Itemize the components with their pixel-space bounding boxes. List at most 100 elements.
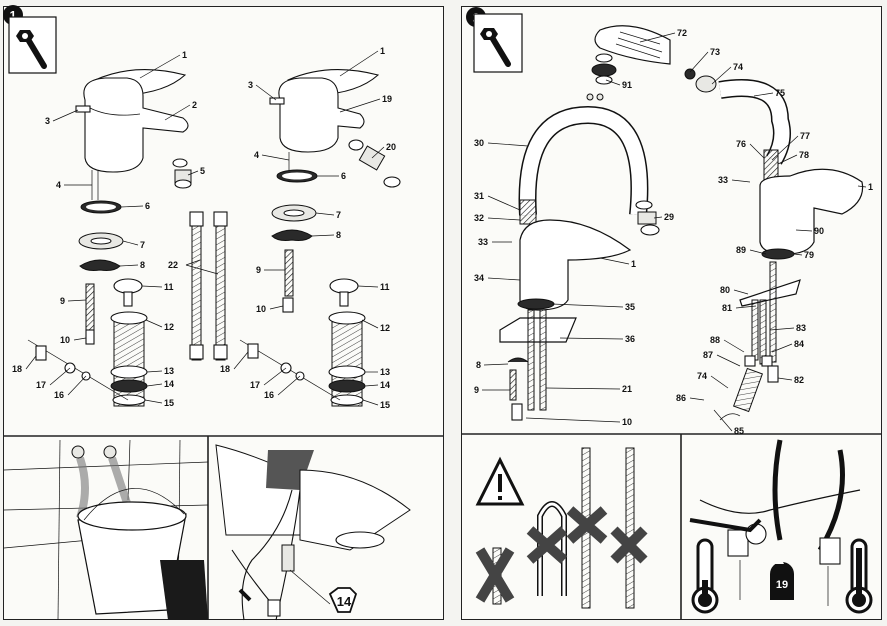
- part-label: 14: [380, 380, 390, 390]
- leader-line: [735, 305, 757, 309]
- leader-line: [357, 285, 379, 288]
- part-label: 88: [710, 335, 720, 345]
- part-label: 18: [220, 364, 230, 374]
- part-label: 75: [775, 88, 785, 98]
- leader-line: [716, 354, 741, 367]
- part-label: 17: [36, 380, 46, 390]
- leader-line: [777, 377, 793, 381]
- leader-line: [139, 54, 181, 79]
- thermometer-hot-icon: [845, 538, 873, 614]
- part-label: 10: [256, 304, 266, 314]
- leader-line: [263, 367, 287, 386]
- leader-line: [771, 343, 793, 353]
- leader-line: [361, 319, 379, 329]
- part-label: 3: [248, 80, 253, 90]
- leader-line: [339, 98, 381, 113]
- svg-text:19: 19: [776, 579, 788, 591]
- leader-line: [339, 50, 379, 77]
- leader-line: [277, 375, 301, 396]
- part-label: 79: [804, 250, 814, 260]
- callout-14: 14: [328, 587, 358, 613]
- part-label: 29: [664, 212, 674, 222]
- wrench-icon: [473, 13, 523, 73]
- part-label: 1: [631, 259, 636, 269]
- leader-line: [146, 370, 163, 373]
- bent-hoses-illustration: [475, 447, 648, 609]
- leader-line: [733, 289, 749, 295]
- leader-line: [67, 299, 87, 302]
- leader-line: [713, 409, 733, 432]
- part-label: 7: [140, 240, 145, 250]
- part-label: 12: [380, 323, 390, 333]
- leader-line: [487, 277, 521, 281]
- part-label: 4: [254, 150, 259, 160]
- leader-line: [753, 92, 774, 97]
- leader-line: [749, 143, 765, 159]
- step-number: 1: [10, 9, 17, 23]
- leader-line: [689, 51, 709, 73]
- angle-valves-illustration: [689, 439, 861, 606]
- part-label: 12: [164, 322, 174, 332]
- part-label: 1: [868, 182, 873, 192]
- part-label: 86: [676, 393, 686, 403]
- part-label: 31: [474, 191, 484, 201]
- leader-line: [559, 337, 624, 340]
- part-label: 78: [799, 150, 809, 160]
- part-label: 80: [720, 285, 730, 295]
- part-label: 89: [736, 245, 746, 255]
- leader-line: [689, 397, 705, 401]
- part-label: 5: [200, 166, 205, 176]
- leader-line: [261, 154, 290, 161]
- part-label: 13: [380, 367, 390, 377]
- part-label: 10: [622, 417, 632, 427]
- part-label: 83: [796, 323, 806, 333]
- leader-line: [52, 109, 79, 122]
- label-22: 22: [168, 260, 178, 270]
- leader-line: [371, 146, 385, 159]
- leader-line: [49, 367, 71, 386]
- thermometer-cold-icon: [691, 538, 719, 614]
- leader-line: [120, 205, 144, 208]
- part-label: 9: [474, 385, 479, 395]
- leader-line: [793, 253, 803, 256]
- leader-line: [364, 384, 379, 387]
- part-label: 34: [474, 273, 484, 283]
- under-sink-illustration: [215, 444, 411, 621]
- part-label: 74: [697, 371, 707, 381]
- leader-line: [269, 305, 284, 310]
- leader-line: [233, 351, 249, 370]
- part-label: 74: [733, 62, 743, 72]
- part-label: 16: [264, 390, 274, 400]
- part-label: 1: [182, 50, 187, 60]
- part-label: 90: [814, 226, 824, 236]
- leader-line: [145, 319, 163, 328]
- part-label: 72: [677, 28, 687, 38]
- part-label: 76: [736, 139, 746, 149]
- part-label: 8: [336, 230, 341, 240]
- leader-line: [487, 195, 521, 211]
- leader-line: [723, 339, 745, 353]
- part-label: 7: [336, 210, 341, 220]
- part-label: 35: [625, 302, 635, 312]
- part-label: 8: [140, 260, 145, 270]
- leader-line: [653, 216, 663, 219]
- leader-line: [362, 399, 379, 406]
- part-label: 32: [474, 213, 484, 223]
- part-label: 85: [734, 426, 744, 436]
- part-label: 81: [722, 303, 732, 313]
- bucket-illustration: [3, 439, 209, 621]
- wrench-icon: [8, 16, 57, 74]
- part-label: 9: [60, 296, 65, 306]
- leader-line: [144, 399, 163, 404]
- leader-line: [710, 375, 729, 389]
- leader-line: [122, 240, 139, 246]
- leader-line: [711, 66, 732, 85]
- spray-head-72: [586, 25, 717, 101]
- callout-19: 19: [770, 556, 794, 600]
- part-label: 13: [164, 366, 174, 376]
- leader-line: [777, 154, 798, 165]
- leader-line: [315, 212, 335, 216]
